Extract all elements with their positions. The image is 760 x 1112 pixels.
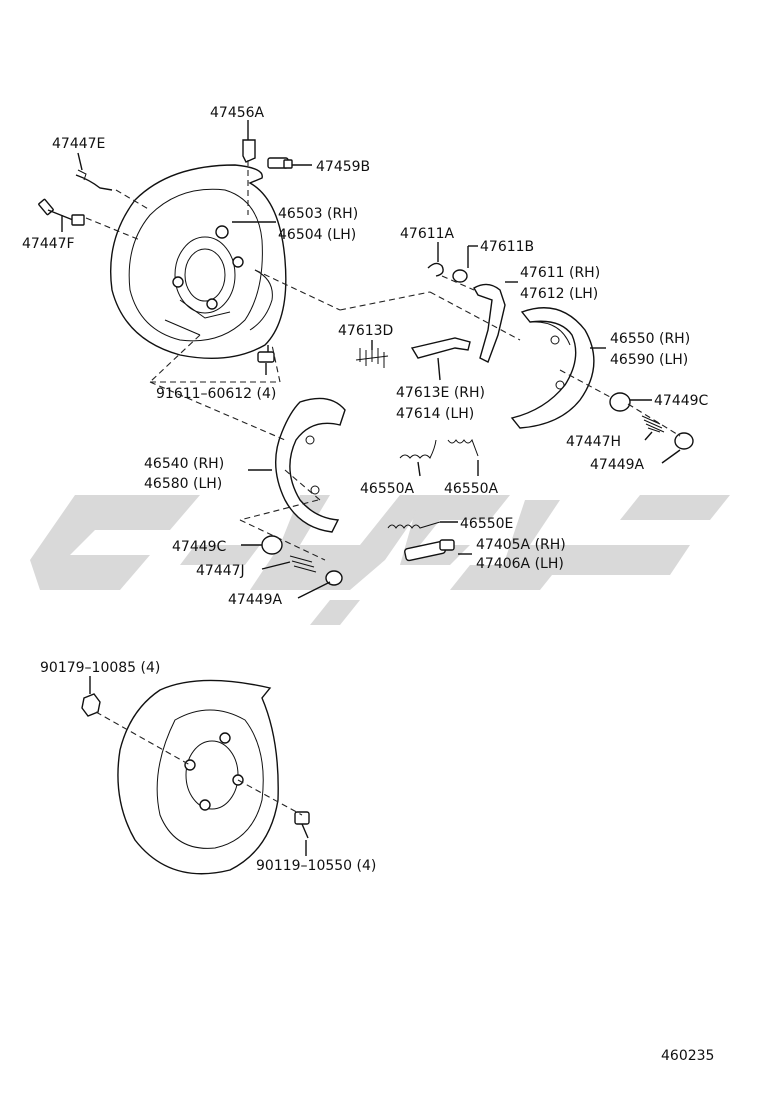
label-47447J: 47447J (196, 563, 245, 579)
part-47447H-spring (641, 415, 665, 433)
label-46550: 46550 (RH) (610, 331, 690, 347)
label-91611: 91611–60612 (4) (156, 386, 276, 402)
part-47613E-strut (410, 337, 471, 359)
label-47614: 47614 (LH) (396, 406, 474, 422)
label-47449A-right: 47449A (590, 457, 645, 473)
part-47611-lever (473, 283, 506, 363)
guide-lines (85, 160, 681, 816)
label-47447F: 47447F (22, 236, 75, 252)
label-47612: 47612 (LH) (520, 286, 598, 302)
leader-lines (61, 120, 681, 856)
label-47406A: 47406A (LH) (476, 556, 564, 572)
figure-number: 460235 (661, 1048, 714, 1064)
part-47611A-clip (427, 262, 444, 277)
label-47447H: 47447H (566, 434, 621, 450)
part-47449C-cup-right (609, 392, 631, 412)
part-90119-bolt (294, 811, 310, 839)
part-47447F-bolt (38, 198, 85, 226)
part-47613D-clip (355, 346, 389, 368)
label-47613D: 47613D (338, 323, 393, 339)
part-46550A-spring-1 (399, 439, 437, 459)
backing-plate-upper (109, 164, 287, 359)
label-47405A: 47405A (RH) (476, 537, 566, 553)
label-47447E: 47447E (52, 136, 105, 152)
label-46550A-1: 46550A (360, 481, 415, 497)
watermark-logo (30, 495, 730, 625)
label-47449C-right: 47449C (654, 393, 709, 409)
part-47447J-spring (289, 555, 317, 573)
label-46590: 46590 (LH) (610, 352, 688, 368)
label-47611A: 47611A (400, 226, 455, 242)
label-47613E: 47613E (RH) (396, 385, 485, 401)
label-46503: 46503 (RH) (278, 206, 358, 222)
label-90119: 90119–10550 (4) (256, 858, 376, 874)
part-46550-shoe (510, 307, 595, 429)
part-90179-nut (81, 693, 101, 717)
part-47459B-bolt (267, 157, 293, 169)
part-47405A-adjuster (404, 539, 455, 562)
part-46550A-spring-2 (447, 438, 479, 457)
part-labels: 47456A 47447E 47459B 46503 (RH) 46504 (L… (22, 105, 714, 1064)
label-47459B: 47459B (316, 159, 370, 175)
part-46550E-spring (387, 521, 441, 529)
part-47447E-strap (75, 169, 113, 191)
part-46540-shoe (274, 397, 346, 533)
label-90179: 90179–10085 (4) (40, 660, 160, 676)
part-47611B-washer (452, 269, 468, 283)
label-46504: 46504 (LH) (278, 227, 356, 243)
label-46580: 46580 (LH) (144, 476, 222, 492)
label-46550E: 46550E (460, 516, 513, 532)
label-46540: 46540 (RH) (144, 456, 224, 472)
part-47449A-pin-left (325, 570, 343, 586)
backing-plate-lower (117, 679, 279, 875)
label-46550A-2: 46550A (444, 481, 499, 497)
label-47456A: 47456A (210, 105, 265, 121)
part-47456A-bracket (242, 139, 256, 163)
label-47611B: 47611B (480, 239, 534, 255)
label-47449A-left: 47449A (228, 592, 283, 608)
part-91611-bolt (257, 345, 275, 363)
label-47611: 47611 (RH) (520, 265, 600, 281)
label-47449C-left: 47449C (172, 539, 227, 555)
part-47449A-pin-right (674, 432, 694, 450)
